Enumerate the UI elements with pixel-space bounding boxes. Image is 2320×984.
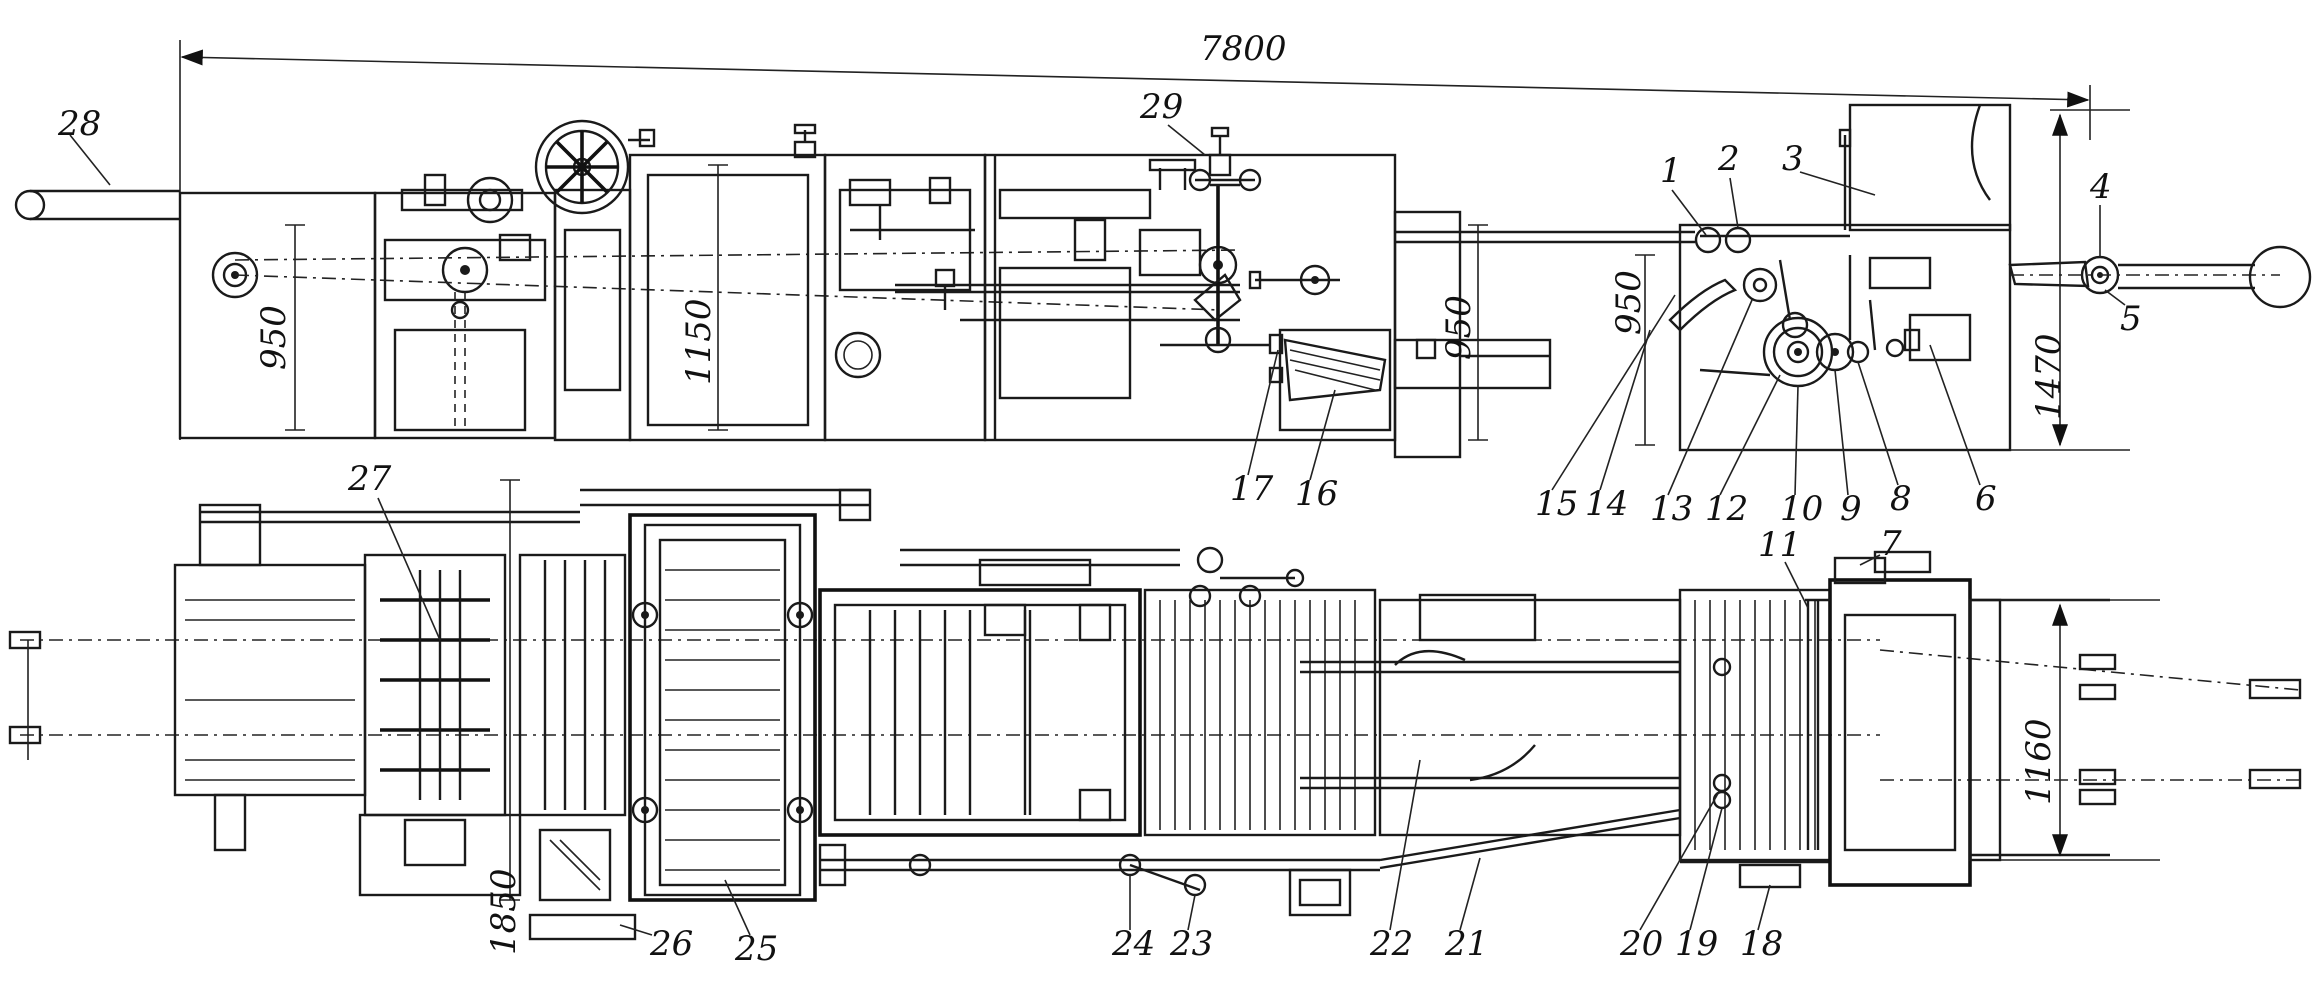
dimension-1850: 1850 (484, 868, 524, 955)
dimension-950-feeder: 950 (1609, 270, 1649, 335)
label-5: 5 (2120, 299, 2142, 339)
intermediate-conveyor: 950 (1393, 210, 1695, 459)
dimension-1470-group: 1470 (2010, 109, 2130, 451)
dimension-7800-label: 7800 (1200, 29, 1287, 69)
plan-delivery-block (1805, 550, 2110, 887)
label-29: 29 (1139, 87, 1183, 127)
label-28: 28 (57, 104, 101, 144)
label-19: 19 (1675, 924, 1718, 964)
plan-roller-module (1118, 546, 1377, 917)
label-16: 16 (1295, 474, 1338, 514)
plan-feed-frame (1678, 588, 1832, 889)
dimension-overall-length: 7800 (179, 29, 2091, 440)
label-9: 9 (1840, 489, 1862, 529)
label-17: 17 (1230, 469, 1274, 509)
plan-long-conveyor (1300, 593, 1682, 870)
label-27: 27 (347, 459, 392, 499)
label-6: 6 (1975, 479, 1997, 519)
dimension-1150: 1150 (679, 298, 719, 385)
dimension-1160-group: 1160 (2000, 599, 2160, 861)
label-24: 24 (1111, 924, 1155, 964)
plan-view: 1850 (8, 479, 2302, 955)
label-20: 20 (1619, 924, 1663, 964)
plan-frame-module (818, 548, 1380, 887)
label-1: 1 (1660, 151, 1682, 191)
label-3: 3 (1782, 139, 1804, 179)
plan-shaft-column (518, 553, 637, 941)
middle-unit: 1150 (628, 123, 827, 442)
flywheel-unit (534, 119, 656, 442)
label-15: 15 (1535, 484, 1578, 524)
label-2: 2 (1717, 139, 1740, 179)
drive-rod-left (14, 134, 180, 221)
feeder-unit: 950 (1609, 103, 2012, 452)
label-11: 11 (1758, 525, 1801, 565)
label-14: 14 (1585, 484, 1628, 524)
label-25: 25 (734, 929, 778, 969)
dimension-950-left: 950 (254, 305, 294, 370)
dimension-950-right-block: 950 (1439, 295, 1479, 360)
dimension-1160: 1160 (2019, 718, 2059, 805)
side-elevation-view: 950 (14, 103, 2312, 459)
label-18: 18 (1740, 924, 1783, 964)
dimension-1470: 1470 (2029, 333, 2069, 420)
plan-rack-27: 1850 (358, 479, 524, 955)
label-22: 22 (1369, 924, 1413, 964)
right-crank-link (2008, 245, 2312, 309)
label-13: 13 (1650, 489, 1693, 529)
plan-panel-25 (580, 488, 872, 902)
callout-labels: 28 29 1 2 3 4 5 6 8 9 10 12 13 14 15 16 … (57, 87, 2142, 969)
cutter-unit (983, 126, 1397, 442)
label-10: 10 (1780, 489, 1823, 529)
label-23: 23 (1169, 924, 1213, 964)
label-7: 7 (1880, 524, 1902, 564)
stacker-housing: 950 (178, 173, 1241, 440)
label-4: 4 (2089, 167, 2112, 207)
label-8: 8 (1890, 479, 1912, 519)
label-12: 12 (1705, 489, 1748, 529)
label-26: 26 (649, 924, 693, 964)
label-21: 21 (1444, 924, 1488, 964)
